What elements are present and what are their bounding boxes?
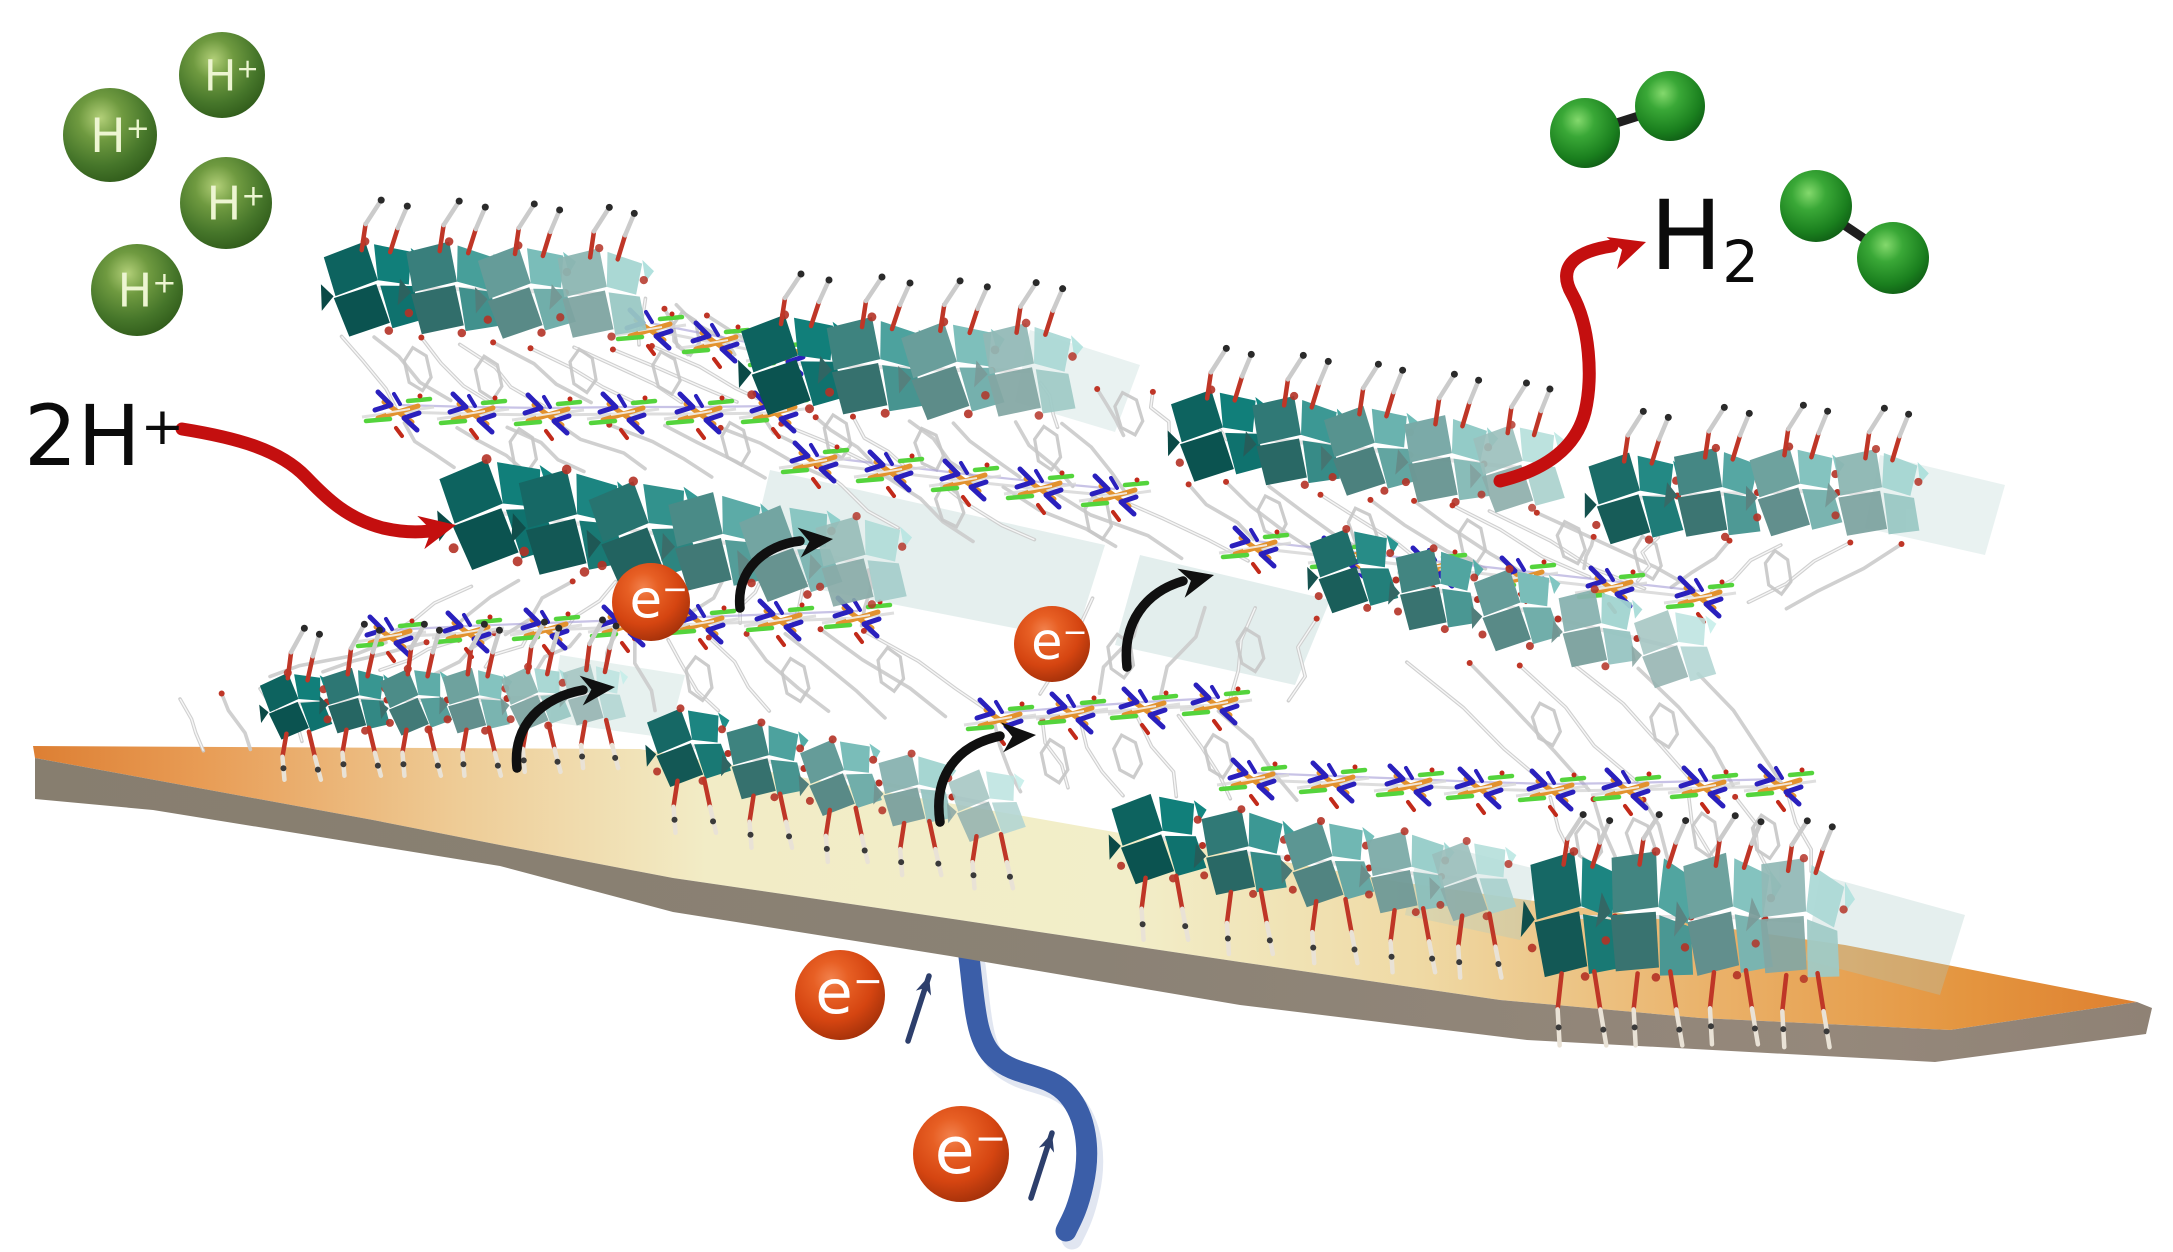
- proton-sphere: H+: [63, 88, 157, 182]
- polyhedra-cluster: [549, 243, 654, 341]
- electron-sphere: e−: [612, 563, 690, 641]
- polyhedra-cluster: [1631, 610, 1717, 689]
- polyhedra-cluster: [1193, 805, 1294, 898]
- polyhedra-cluster: [1429, 837, 1517, 922]
- polyhedra-cluster: [320, 237, 425, 337]
- polyhedra-cluster: [500, 662, 572, 732]
- reactant-sup: +: [140, 397, 185, 458]
- polyhedra-cluster: [645, 704, 731, 787]
- spheres: e−e−e−e−H+H+H+H+: [63, 32, 1929, 1202]
- electron-hop-arrow: [734, 527, 833, 613]
- mof-chain-G: [1307, 525, 1717, 689]
- mof-chain-B: [738, 270, 1084, 421]
- mof-chain-H: [1520, 811, 1855, 1050]
- electron-sphere: e−: [913, 1106, 1009, 1202]
- mof-chain-A: [320, 196, 654, 341]
- mof-chain-J: [1108, 793, 1517, 980]
- reactant-label: 2H+: [24, 394, 184, 478]
- polyhedra-cluster: [1167, 385, 1269, 482]
- polyhedra-cluster: [1359, 827, 1455, 917]
- proton-sphere: H+: [91, 244, 183, 336]
- proton-sphere: H+: [180, 157, 272, 249]
- polyhedra-cluster: [1108, 793, 1207, 885]
- polyhedra-cluster: [319, 667, 393, 735]
- polyhedra-cluster: [1281, 817, 1375, 908]
- polyhedra-cluster: [1825, 444, 1929, 536]
- linker-node-band: [361, 389, 812, 441]
- linker-node-band: [1216, 757, 1817, 817]
- linker-node-band: [778, 440, 1152, 522]
- h2-molecule: [1550, 71, 1705, 168]
- mof-chain-D: [437, 454, 913, 609]
- electron-sphere: e−: [795, 950, 885, 1040]
- polyhedra-cluster: [1584, 452, 1686, 545]
- mof-chains: [259, 196, 1929, 1050]
- electron-injection-arrow: [1028, 1130, 1055, 1201]
- polyhedra-cluster: [1595, 847, 1710, 982]
- polyhedra-cluster: [721, 718, 809, 802]
- polyhedra-cluster: [1551, 585, 1643, 671]
- proton-sphere: H+: [179, 32, 265, 118]
- polyhedra-cluster: [1471, 565, 1561, 652]
- product-label: H2: [1650, 188, 1759, 291]
- electron-sphere: e−: [1014, 606, 1090, 682]
- polyhedra-cluster: [798, 735, 882, 816]
- h2-molecule: [1780, 170, 1929, 294]
- linker-node-band: [963, 682, 1253, 746]
- polyhedra-cluster: [1320, 405, 1420, 496]
- polyhedra-cluster: [1307, 525, 1399, 614]
- proton-flow-arrow: [175, 422, 456, 550]
- polyhedra-cluster: [1746, 854, 1855, 984]
- polyhedra-cluster: [808, 512, 913, 609]
- product-sub: 2: [1722, 228, 1759, 296]
- polyhedra-cluster: [439, 667, 513, 735]
- polyhedra-cluster: [974, 318, 1084, 420]
- reactant-text: 2H: [24, 387, 141, 485]
- electron-injection-arrow: [905, 973, 932, 1044]
- electron-hop-arrow: [1121, 568, 1214, 672]
- h2-release-arrow: [1493, 236, 1646, 488]
- svg-text:e−: e−: [1031, 613, 1088, 672]
- mof-chain-C: [1167, 344, 1567, 513]
- electron-wire: [958, 946, 1104, 1250]
- polyhedra-cluster: [946, 769, 1026, 842]
- mof-chain-I: [1584, 401, 1929, 545]
- product-text: H: [1650, 180, 1723, 292]
- polyhedra-cluster: [738, 310, 847, 416]
- arrows: [175, 236, 1646, 1201]
- mof-chain-E: [259, 616, 629, 782]
- electron-hop-arrow: [511, 675, 615, 773]
- electron-hop-arrow: [934, 722, 1036, 827]
- polyhedra-cluster: [1388, 544, 1484, 634]
- electrode-plate-front: [35, 758, 2152, 1062]
